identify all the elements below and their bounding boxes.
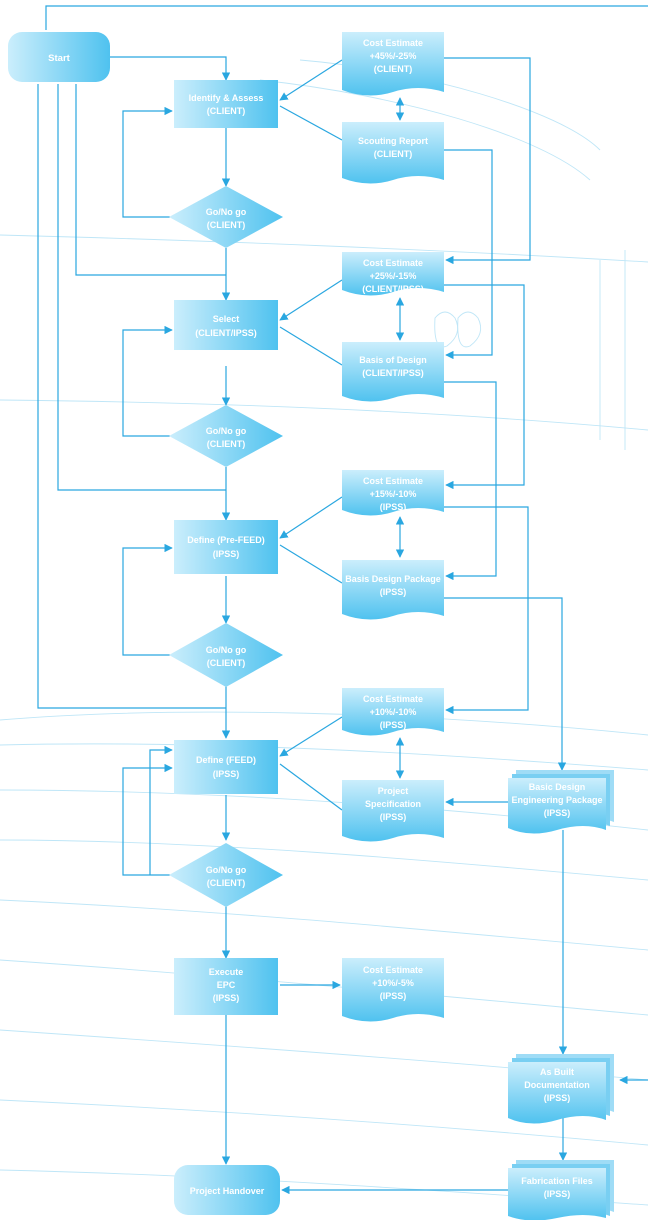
- cost-2-line-3: (CLIENT/IPSS): [362, 284, 424, 294]
- process-2-line-1: Select: [213, 314, 240, 324]
- doc-project-specification: Project Specification (IPSS): [342, 780, 444, 842]
- cost-5-line-3: (IPSS): [380, 991, 407, 1001]
- doc-1-line-2: (CLIENT): [374, 149, 413, 159]
- cost-estimate-4: Cost Estimate +10%/-10% (IPSS): [342, 688, 444, 736]
- process-2-line-2: (CLIENT/IPSS): [195, 328, 257, 338]
- doc-2-line-2: (CLIENT/IPSS): [362, 368, 424, 378]
- multidoc-3-line-1: Fabrication Files: [521, 1176, 593, 1186]
- decision-2-line-1: Go/No go: [206, 426, 247, 436]
- multidoc-2-line-3: (IPSS): [544, 1093, 571, 1103]
- multidoc-fabrication-files: Fabrication Files (IPSS): [508, 1160, 614, 1220]
- cost-estimate-1: Cost Estimate +45%/-25% (CLIENT): [342, 32, 444, 96]
- multidoc-2-line-1: As Built: [540, 1067, 574, 1077]
- decision-1-line-1: Go/No go: [206, 207, 247, 217]
- cost-2-line-1: Cost Estimate: [363, 258, 423, 268]
- multidoc-1-line-3: (IPSS): [544, 808, 571, 818]
- decision-3-line-2: (CLIENT): [207, 658, 246, 668]
- process-1-line-2: (CLIENT): [207, 106, 246, 116]
- process-3-line-1: Define (Pre-FEED): [187, 535, 265, 545]
- process-1-line-1: Identify & Assess: [189, 93, 264, 103]
- decision-4: Go/No go (CLIENT): [169, 843, 283, 907]
- process-5-line-3: (IPSS): [213, 993, 240, 1003]
- connectors: [37, 5, 648, 1195]
- doc-scouting-report: Scouting Report (CLIENT): [342, 122, 444, 184]
- process-box-5: Execute EPC (IPSS): [174, 958, 278, 1015]
- process-box-4: Define (FEED) (IPSS): [174, 740, 278, 794]
- doc-3-line-1: Basis Design Package: [345, 574, 441, 584]
- decision-4-line-2: (CLIENT): [207, 878, 246, 888]
- process-3-line-2: (IPSS): [213, 549, 240, 559]
- multidoc-as-built-documentation: As Built Documentation (IPSS): [508, 1054, 614, 1124]
- multidoc-2-line-2: Documentation: [524, 1080, 590, 1090]
- decision-1: Go/No go (CLIENT): [169, 186, 283, 248]
- background-sketch: [0, 59, 648, 1206]
- cost-5-line-2: +10%/-5%: [372, 978, 414, 988]
- cost-3-line-1: Cost Estimate: [363, 476, 423, 486]
- decision-1-line-2: (CLIENT): [207, 220, 246, 230]
- cost-estimate-5: Cost Estimate +10%/-5% (IPSS): [342, 958, 444, 1022]
- multidoc-1-line-1: Basic Design: [529, 782, 586, 792]
- multidoc-basic-design-engineering-package: Basic Design Engineering Package (IPSS): [508, 770, 614, 834]
- process-4-line-1: Define (FEED): [196, 755, 256, 765]
- cost-5-line-1: Cost Estimate: [363, 965, 423, 975]
- decision-2-line-2: (CLIENT): [207, 439, 246, 449]
- cost-estimate-3: Cost Estimate +15%/-10% (IPSS): [342, 470, 444, 516]
- process-4-line-2: (IPSS): [213, 769, 240, 779]
- process-5-line-2: EPC: [217, 980, 236, 990]
- start-node: Start: [8, 32, 110, 82]
- decision-3-line-1: Go/No go: [206, 645, 247, 655]
- doc-1-line-1: Scouting Report: [358, 136, 428, 146]
- cost-1-line-2: +45%/-25%: [370, 51, 417, 61]
- multidoc-3-line-2: (IPSS): [544, 1189, 571, 1199]
- doc-3-line-2: (IPSS): [380, 587, 407, 597]
- cost-4-line-3: (IPSS): [380, 720, 407, 730]
- start-label: Start: [48, 53, 70, 64]
- multidoc-1-line-2: Engineering Package: [511, 795, 602, 805]
- end-label: Project Handover: [190, 1186, 265, 1196]
- cost-3-line-2: +15%/-10%: [370, 489, 417, 499]
- doc-4-line-1: Project: [378, 786, 409, 796]
- decision-3: Go/No go (CLIENT): [169, 623, 283, 687]
- doc-4-line-2: Specification: [365, 799, 421, 809]
- process-box-2: Select (CLIENT/IPSS): [174, 300, 278, 350]
- decision-2: Go/No go (CLIENT): [169, 405, 283, 467]
- doc-basis-design-package: Basis Design Package (IPSS): [342, 560, 444, 620]
- cost-estimate-2: Cost Estimate +25%/-15% (CLIENT/IPSS): [342, 252, 444, 296]
- process-box-1: Identify & Assess (CLIENT): [174, 80, 278, 128]
- cost-2-line-2: +25%/-15%: [370, 271, 417, 281]
- end-node: Project Handover: [174, 1165, 280, 1215]
- cost-4-line-1: Cost Estimate: [363, 694, 423, 704]
- cost-1-line-1: Cost Estimate: [363, 38, 423, 48]
- doc-basis-of-design: Basis of Design (CLIENT/IPSS): [342, 342, 444, 402]
- process-box-3: Define (Pre-FEED) (IPSS): [174, 520, 278, 574]
- decision-4-line-1: Go/No go: [206, 865, 247, 875]
- cost-3-line-3: (IPSS): [380, 502, 407, 512]
- cost-4-line-2: +10%/-10%: [370, 707, 417, 717]
- doc-2-line-1: Basis of Design: [359, 355, 427, 365]
- process-5-line-1: Execute: [209, 967, 244, 977]
- doc-4-line-3: (IPSS): [380, 812, 407, 822]
- cost-1-line-3: (CLIENT): [374, 64, 413, 74]
